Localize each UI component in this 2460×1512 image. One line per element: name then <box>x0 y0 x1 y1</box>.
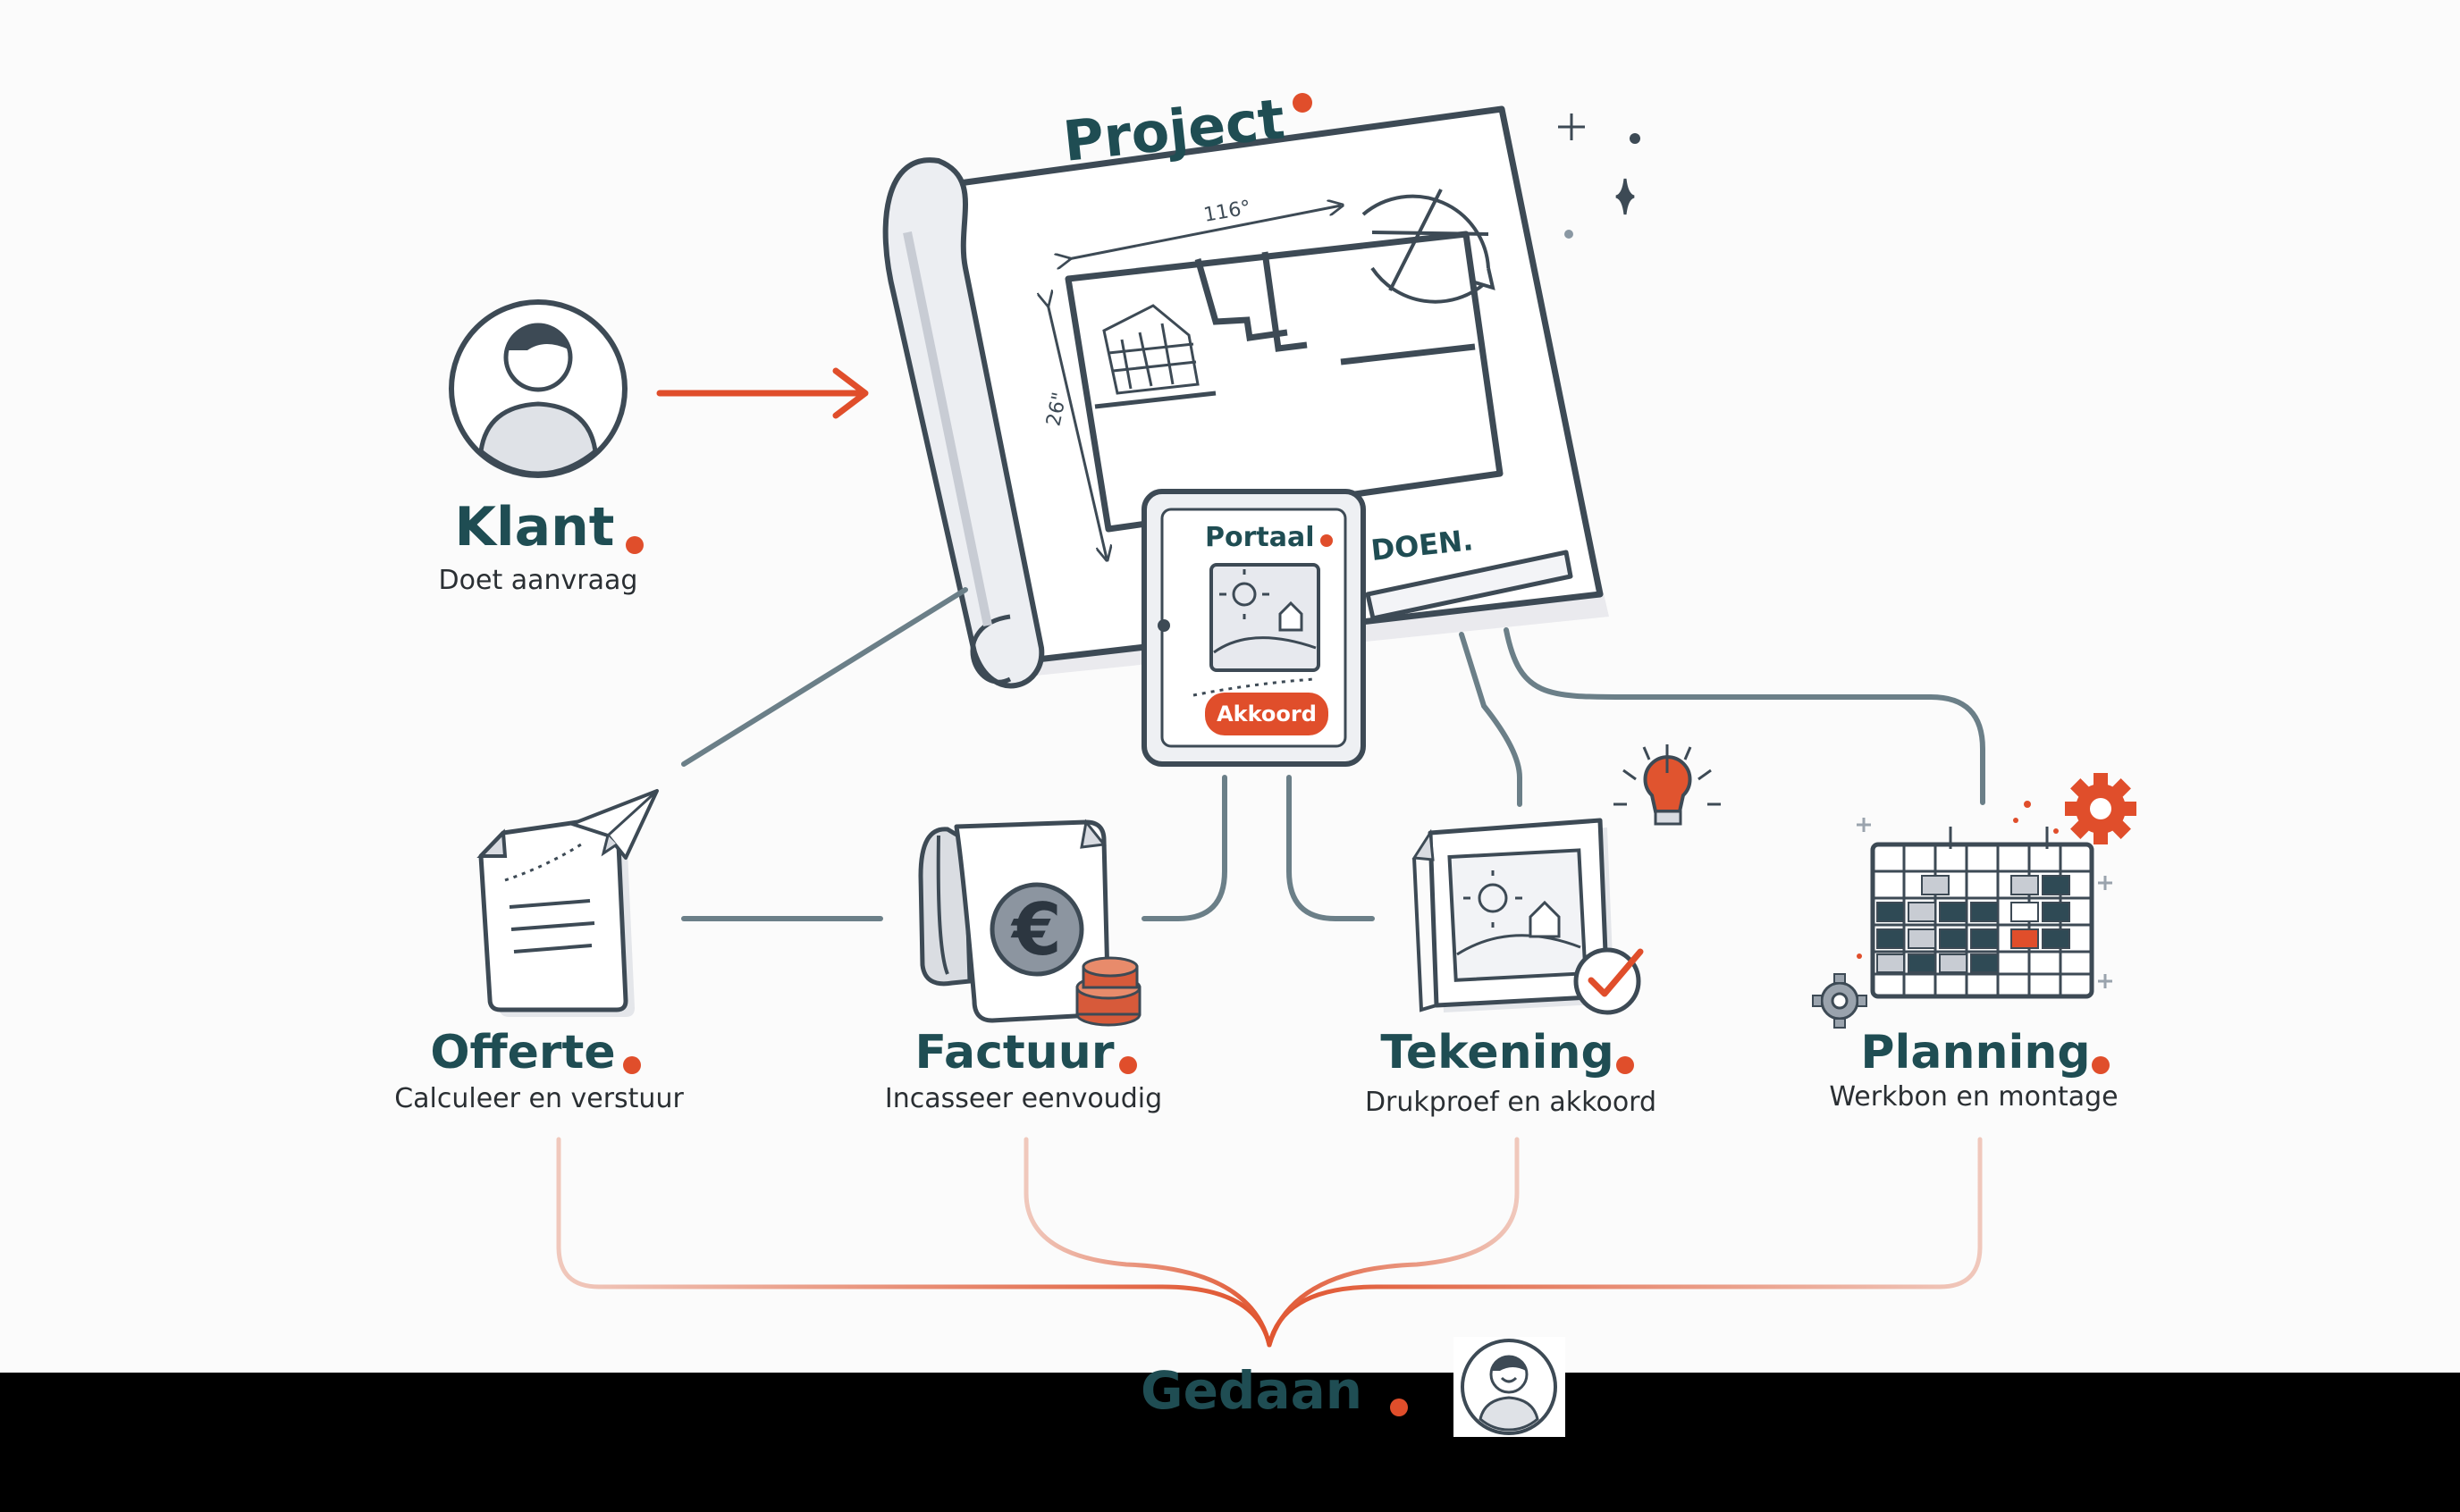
landscape-image-icon <box>1209 563 1320 672</box>
euro-invoice-coins-icon: € <box>918 819 1142 1027</box>
lightbulb-icon <box>1613 744 1721 826</box>
portal-title: Portaal <box>1205 522 1315 553</box>
klant-title: Klant <box>454 496 615 559</box>
tekening-subtitle: Drukproef en akkoord <box>1364 1087 1657 1118</box>
offerte-title-dot <box>623 1056 641 1074</box>
gear-icon-small <box>1812 973 1867 1029</box>
gedaan-title: Gedaan <box>1140 1360 1363 1421</box>
bottom-bar <box>0 1373 2460 1512</box>
klant-title-dot <box>626 536 644 554</box>
connector-lines <box>681 587 1985 921</box>
planning-title: Planning <box>1860 1026 2091 1079</box>
house-sketch-icon <box>1102 304 1200 395</box>
brace-connector <box>556 1137 1983 1348</box>
klant-arrow <box>656 367 869 419</box>
factuur-subtitle: Incasseer eenvoudig <box>884 1083 1163 1114</box>
protractor-icon <box>1361 189 1495 304</box>
sparkle-icons <box>1558 113 1640 239</box>
planning-title-dot <box>2092 1056 2110 1074</box>
document-paper-plane-icon <box>476 789 659 1017</box>
user-avatar-icon <box>449 299 628 478</box>
planning-subtitle: Werkbon en montage <box>1829 1081 2119 1113</box>
offerte-title: Offerte <box>430 1026 616 1079</box>
offerte-subtitle: Calculeer en verstuur <box>394 1083 684 1114</box>
calendar-gear-icon <box>1812 773 2136 1029</box>
klant-subtitle: Doet aanvraag <box>438 565 638 596</box>
tekening-title-dot <box>1616 1056 1634 1074</box>
gedaan-title-dot <box>1390 1399 1408 1416</box>
factuur-title-dot <box>1119 1056 1137 1074</box>
tekening-title: Tekening <box>1380 1026 1614 1079</box>
portal-tablet: Portaal Akkoord <box>1142 489 1366 767</box>
factuur-title: Factuur <box>914 1026 1115 1079</box>
drawing-approval-icon <box>1411 744 1721 1015</box>
akkoord-button[interactable] <box>1205 693 1328 735</box>
akkoord-button-label: Akkoord <box>1217 701 1317 727</box>
svg-text:€: € <box>1010 888 1062 971</box>
gear-icon-large <box>2065 773 2136 844</box>
happy-user-icon <box>1453 1337 1565 1437</box>
project-title-dot <box>1293 93 1312 113</box>
blueprint-illustration: 116° 26" DOEN. <box>882 105 1640 689</box>
